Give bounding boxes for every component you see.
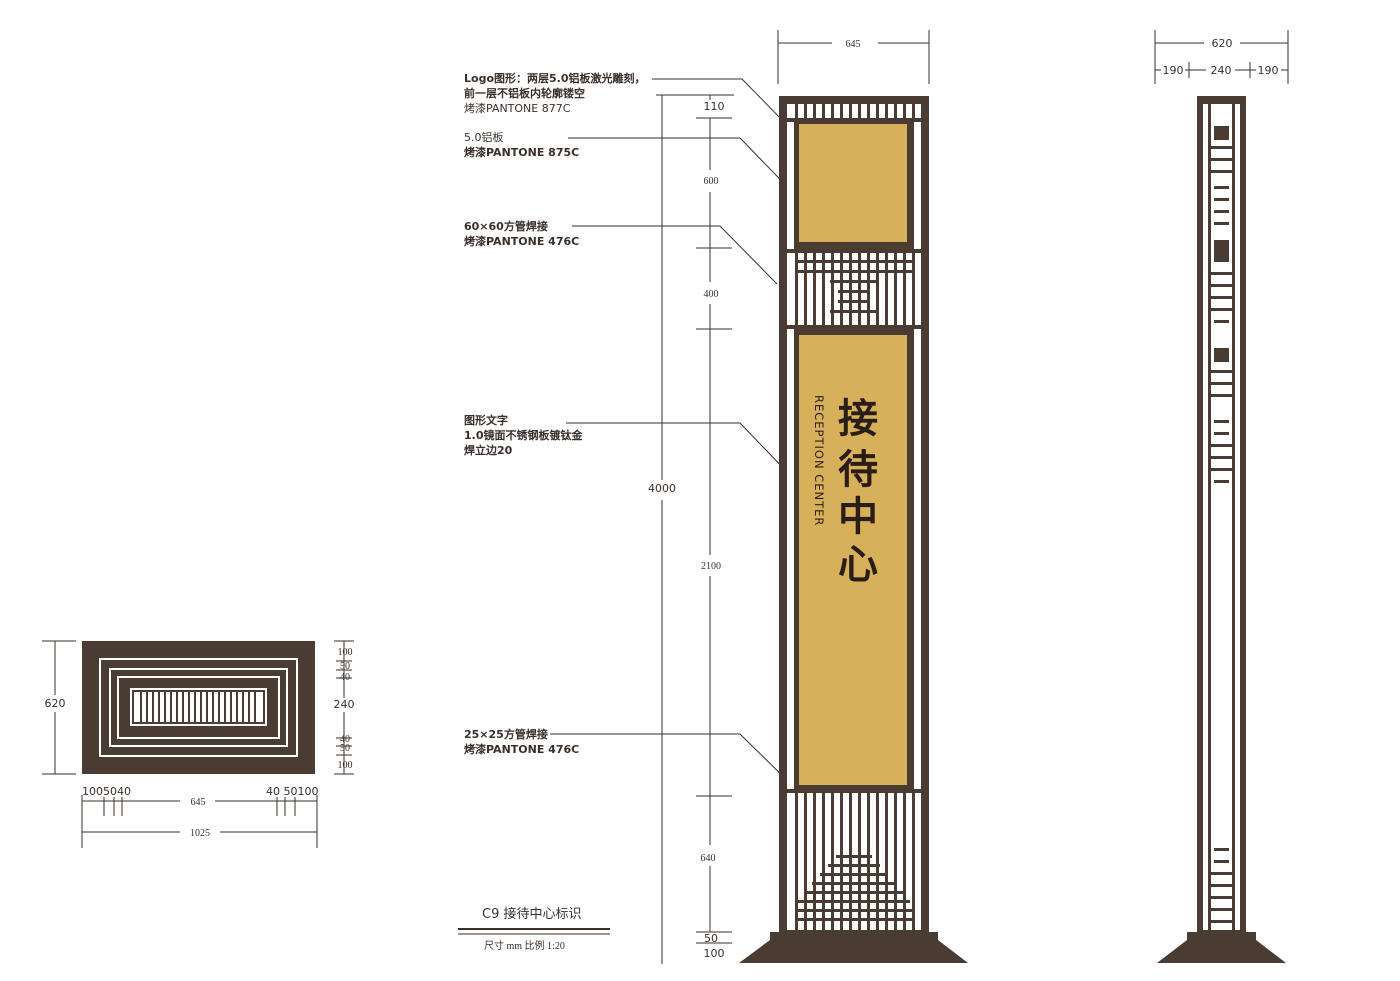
segment-label-110: 110 (704, 100, 725, 113)
segment-label-640: 640 (701, 853, 716, 864)
segment-label-600: 600 (704, 176, 719, 187)
callout-tube25-line2: 烤漆PANTONE 476C (464, 742, 579, 756)
callout-logo: Logo图形：两层5.0铝板激光雕刻， 前一层不铝板内轮廓镂空 烤漆PANTON… (464, 71, 645, 115)
callout-tube25-line1: 25×25方管焊接 (464, 727, 548, 741)
plan-core-bars (132, 690, 265, 724)
side-lattice (1208, 104, 1235, 930)
callout-logo-line1: Logo图形：两层5.0铝板激光雕刻， (464, 71, 645, 85)
side-dim-lines (1154, 30, 1289, 84)
plan-bottom-total: 1025 (190, 828, 210, 839)
sign-char-2: 待 (838, 446, 878, 493)
plan-ring-2 (109, 668, 288, 747)
plan-right-1: 100 (338, 647, 353, 658)
front-base-plinth (770, 932, 938, 940)
side-width-label: 620 (1212, 37, 1233, 50)
callout-lettering-line1: 图形文字 (464, 413, 508, 427)
plan-ring-3 (117, 676, 280, 739)
segment-label-2100: 2100 (701, 561, 721, 572)
plan-bottom-mid: 645 (191, 797, 206, 808)
side-base (1157, 940, 1286, 963)
leader-tube25 (550, 733, 798, 791)
front-base (739, 940, 968, 963)
plan-right-5: 40 (340, 734, 350, 745)
side-base-plinth (1187, 932, 1256, 940)
plan-bottom-right: 40 50100 (266, 785, 319, 798)
plan-ring-1 (99, 658, 298, 757)
sign-char-1: 接 (838, 395, 878, 442)
callout-plate: 5.0铝板 烤漆PANTONE 875C (464, 130, 579, 159)
drawing-title: C9 接待中心标识 (482, 906, 581, 922)
logo-plate (799, 124, 907, 242)
callout-lettering-line2: 1.0镜面不锈钢板镀钛金 (464, 428, 583, 442)
side-part-left: 190 (1163, 64, 1184, 77)
plan-right-4: 240 (334, 698, 355, 711)
main-panel (799, 335, 907, 785)
callout-tube60-line2: 烤漆PANTONE 476C (464, 234, 579, 248)
callout-plate-line1: 5.0铝板 (464, 130, 504, 144)
front-width-label: 645 (846, 39, 861, 50)
side-part-right: 190 (1258, 64, 1279, 77)
sign-char-3: 中 (838, 493, 878, 540)
plan-height-label: 620 (45, 697, 66, 710)
front-total-height-label: 4000 (648, 482, 676, 495)
leader-plate (568, 137, 803, 203)
callout-plate-line2: 烤漆PANTONE 875C (464, 145, 579, 159)
plan-view (82, 641, 315, 774)
segment-label-400: 400 (704, 289, 719, 300)
callout-lettering-line3: 焊立边20 (464, 443, 513, 457)
segment-label-100: 100 (704, 947, 725, 960)
sign-char-4: 心 (838, 541, 878, 588)
leader-lettering (566, 422, 815, 501)
plan-bottom-left: 1005040 (82, 785, 131, 798)
callout-tube25: 25×25方管焊接 烤漆PANTONE 476C (464, 727, 579, 756)
callout-lettering: 图形文字 1.0镜面不锈钢板镀钛金 焊立边20 (464, 413, 583, 457)
plan-right-2: 50 (340, 661, 350, 672)
side-elevation (1157, 96, 1286, 963)
leader-tube60 (572, 225, 778, 285)
side-part-mid: 240 (1211, 64, 1232, 77)
callout-tube60-line1: 60×60方管焊接 (464, 219, 548, 233)
bottom-lattice (787, 789, 921, 930)
plan-core (130, 688, 267, 726)
drawing-subtitle: 尺寸 mm 比例 1:20 (484, 939, 565, 952)
front-elevation: 接 待 中 心 RECEPTION CENTER (739, 96, 968, 963)
front-dim-lines (656, 30, 930, 964)
plan-dim-lines (42, 640, 354, 848)
plan-right-6: 50 (340, 743, 350, 754)
callout-logo-line3: 烤漆PANTONE 877C (464, 101, 571, 115)
middle-lattice (787, 249, 921, 329)
segment-label-50: 50 (704, 932, 718, 945)
callout-logo-line2: 前一层不铝板内轮廓镂空 (464, 86, 585, 100)
plan-right-7: 100 (338, 760, 353, 771)
sign-english: RECEPTION CENTER (812, 395, 826, 526)
plan-right-3: 40 (340, 672, 350, 683)
callout-tube60: 60×60方管焊接 烤漆PANTONE 476C (464, 219, 579, 248)
title-block: C9 接待中心标识 尺寸 mm 比例 1:20 (458, 906, 610, 952)
